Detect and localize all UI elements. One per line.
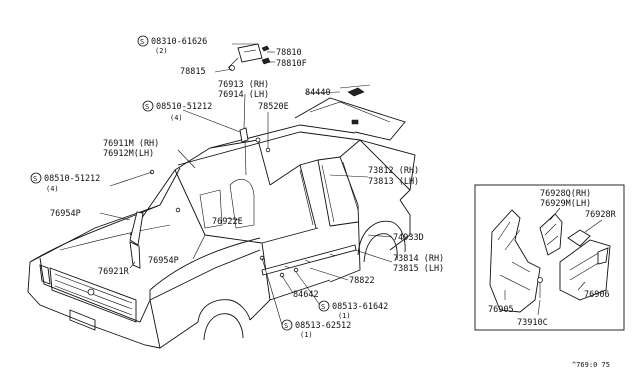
label-73814: 73814 (RH) xyxy=(393,254,444,264)
label-08310-61626-qty: (2) xyxy=(155,47,168,55)
label-08510-51212-upper: 08510-51212 xyxy=(156,102,212,112)
label-78815: 78815 xyxy=(180,67,206,77)
label-08510-51212-upper-qty: (4) xyxy=(170,114,183,122)
label-73813: 73813 (LH) xyxy=(368,177,419,187)
label-78822: 78822 xyxy=(349,276,375,286)
roof-clip-parts xyxy=(227,43,271,71)
screw-symbol: S xyxy=(145,103,149,111)
diagram-reference: ^769:0 75 xyxy=(572,361,610,369)
label-76928Q: 76928Q(RH) xyxy=(540,189,591,199)
label-76928R: 76928R xyxy=(585,210,617,220)
inset-frame xyxy=(474,184,625,331)
screw-symbol-icon xyxy=(281,319,293,331)
label-08310-61626: 08310-61626 xyxy=(151,37,207,47)
label-84642: 84642 xyxy=(293,290,319,300)
screw-symbol-icon xyxy=(318,300,330,312)
label-78520E: 78520E xyxy=(258,102,289,112)
label-08513-61642-qty: (1) xyxy=(338,312,351,320)
label-78810F: 78810F xyxy=(276,59,307,69)
label-76921R: 76921R xyxy=(98,267,130,277)
car-illustration xyxy=(27,84,416,349)
screw-symbol: S xyxy=(33,175,37,183)
label-76954P-upper: 76954P xyxy=(50,209,81,219)
part-labels: S 08310-61626 (2) 78810 78810F 78815 769… xyxy=(30,35,617,369)
label-08510-51212-lower: 08510-51212 xyxy=(44,174,100,184)
label-76914: 76914 (LH) xyxy=(218,90,269,100)
label-76911M: 76911M (RH) xyxy=(103,139,159,149)
screw-symbol: S xyxy=(321,303,325,311)
label-76922E: 76922E xyxy=(212,217,243,227)
label-84440: 84440 xyxy=(305,88,331,98)
label-78810: 78810 xyxy=(276,48,302,58)
screw-symbol: S xyxy=(140,38,144,46)
label-76929M: 76929M(LH) xyxy=(540,199,591,209)
label-76906: 76906 xyxy=(584,290,610,300)
label-73910C: 73910C xyxy=(517,318,548,328)
label-08510-51212-lower-qty: (4) xyxy=(46,185,59,193)
screw-symbol-icon xyxy=(142,100,154,112)
label-76912M: 76912M(LH) xyxy=(103,149,154,159)
label-74933D: 74933D xyxy=(393,233,424,243)
label-76954P-lower: 76954P xyxy=(148,256,179,266)
label-73815: 73815 (LH) xyxy=(393,264,444,274)
label-08513-62512: 08513-62512 xyxy=(295,321,351,331)
screw-symbol-icon xyxy=(137,35,149,47)
label-76905: 76905 xyxy=(488,305,514,315)
screw-symbol: S xyxy=(284,322,288,330)
label-73812: 73812 (RH) xyxy=(368,166,419,176)
label-76913: 76913 (RH) xyxy=(218,80,269,90)
label-08513-62512-qty: (1) xyxy=(300,331,313,339)
screw-symbol-icon xyxy=(30,172,42,184)
label-08513-61642: 08513-61642 xyxy=(332,302,388,312)
leader-lines xyxy=(99,43,393,326)
inset-detail xyxy=(474,184,625,331)
